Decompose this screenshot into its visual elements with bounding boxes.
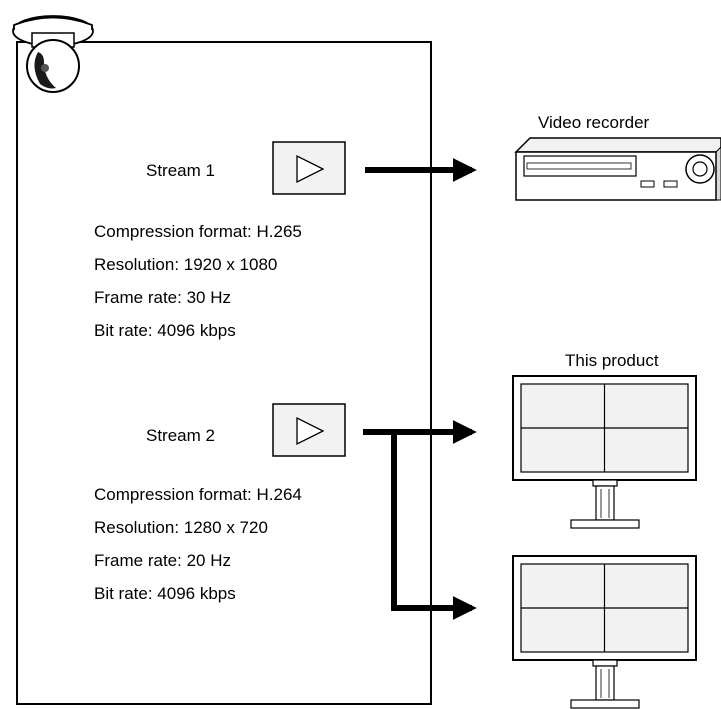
play-icon	[272, 141, 346, 195]
video-recorder-icon	[514, 137, 721, 201]
product-label: This product	[565, 351, 659, 370]
monitor-icon	[512, 375, 697, 529]
stream2-arrows	[363, 420, 477, 620]
camera-frame	[16, 41, 432, 705]
play-icon	[272, 403, 346, 457]
stream2-title: Stream 2	[146, 426, 215, 445]
stream1-bit-rate: Bit rate: 4096 kbps	[94, 321, 236, 340]
stream1-title: Stream 1	[146, 161, 215, 180]
recorder-label: Video recorder	[538, 113, 650, 132]
stream2-bit-rate: Bit rate: 4096 kbps	[94, 584, 236, 603]
ptz-camera-icon	[12, 15, 94, 93]
monitor-icon	[512, 555, 697, 709]
stream1-compression: Compression format: H.265	[94, 222, 302, 241]
stream2-compression: Compression format: H.264	[94, 485, 302, 504]
stream1-frame-rate: Frame rate: 30 Hz	[94, 288, 231, 307]
stream1-resolution: Resolution: 1920 x 1080	[94, 255, 277, 274]
stream2-resolution: Resolution: 1280 x 720	[94, 518, 268, 537]
stream2-frame-rate: Frame rate: 20 Hz	[94, 551, 231, 570]
